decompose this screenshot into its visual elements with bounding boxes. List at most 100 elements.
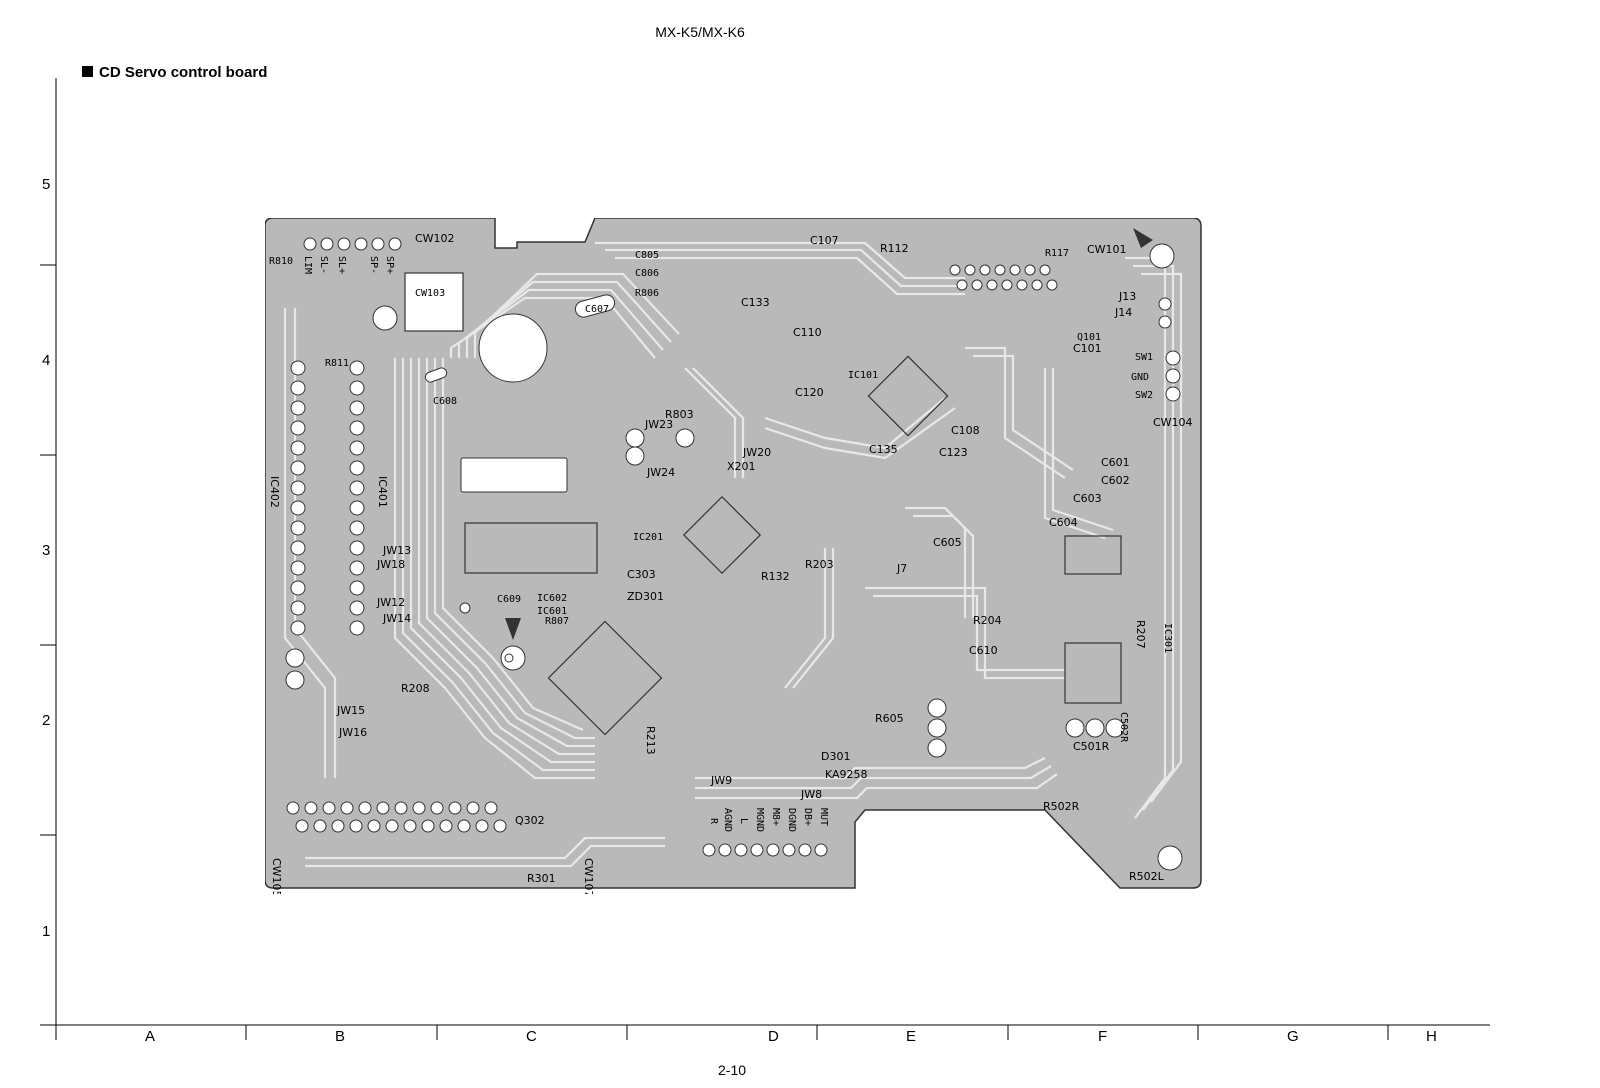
label-zd401: JW12: [376, 596, 405, 609]
label-jw36: JW13: [382, 544, 411, 557]
label-jw12: R605: [875, 712, 904, 725]
label-cw105: CW105: [270, 858, 283, 894]
label-cw102: CW102: [415, 232, 455, 245]
label-jw5: C603: [1073, 492, 1102, 505]
pin-label: SP+: [384, 256, 395, 274]
label-jw21: C133: [741, 296, 770, 309]
label-zd402: JW18: [376, 558, 405, 571]
label-jw26: C303: [627, 568, 656, 581]
pin-label: SW1: [1135, 352, 1153, 363]
label-q301: C501R: [1073, 740, 1110, 753]
grid-row-1: 1: [42, 923, 50, 940]
pin-label: M8+: [770, 808, 781, 826]
label-jw9: R204: [973, 614, 1002, 627]
label-c133: C110: [793, 326, 822, 339]
triangle-mark-icon: [505, 228, 1153, 640]
label-jw7: C605: [933, 536, 962, 549]
label-c107: R112: [880, 242, 909, 255]
label-c120: C120: [795, 386, 824, 399]
label-jw6: C604: [1049, 516, 1078, 529]
label-c123: C123: [939, 446, 968, 459]
label-r604: R213: [644, 726, 657, 755]
pin-label: DB+: [802, 808, 813, 826]
label-cw104: CW104: [1153, 416, 1193, 429]
label-r803: R803: [665, 408, 694, 421]
grid-col-f: F: [1098, 1028, 1107, 1045]
ic-outlines: [404, 272, 1122, 736]
grid-col-b: B: [335, 1028, 345, 1045]
label-ic301: IC301: [1162, 623, 1173, 653]
label-c806: R806: [635, 288, 659, 299]
label-jw24: JW24: [646, 466, 675, 479]
pin-label: L: [738, 818, 749, 824]
section-title: CD Servo control board: [82, 64, 267, 81]
pin-label: SL-: [318, 256, 329, 274]
label-dm-plus: C608: [433, 396, 457, 407]
label-fusible: C502R: [1118, 712, 1129, 743]
board-body: [265, 218, 1202, 889]
pin-label: SL+: [336, 256, 347, 274]
label-jw30: Q302: [515, 814, 545, 827]
label-c805: C806: [635, 268, 659, 279]
label-jw3: C601: [1101, 456, 1130, 469]
grid-row-3: 3: [42, 542, 50, 559]
label-r107: R117: [1045, 248, 1069, 259]
label-c114: C107: [810, 234, 839, 247]
pin-label: MUT: [818, 808, 829, 826]
pin-labels: LIM SL- SL+ SP- SP+ SW1 GND SW2 R AGND L…: [302, 256, 1153, 832]
pin-label: GND: [1131, 372, 1149, 383]
label-r810: R810: [269, 256, 293, 267]
label-ic201: IC201: [633, 532, 663, 543]
pin-label: DGND: [786, 808, 797, 832]
label-jw2: J14: [1114, 306, 1132, 319]
label-ic401: IC401: [376, 476, 389, 508]
grid-row-2: 2: [42, 712, 50, 729]
page-number: 2-10: [718, 1062, 747, 1078]
label-c301: R502L: [1129, 870, 1165, 883]
grid-col-e: E: [906, 1028, 916, 1045]
label-jw35: JW14: [382, 612, 411, 625]
label-jw13: D301: [821, 750, 850, 763]
label-c101: C101: [1073, 342, 1102, 355]
pin-label: SP-: [368, 256, 379, 274]
pin-label: MGND: [754, 808, 765, 832]
grid-col-c: C: [526, 1028, 537, 1045]
grid-col-a: A: [145, 1028, 155, 1045]
label-cw101: CW101: [1087, 243, 1127, 256]
label-dm-minus: C607: [585, 304, 609, 315]
trace-group: [283, 241, 1183, 868]
label-ic602: IC602: [537, 593, 567, 604]
page-header: MX-K5/MX-K6: [655, 24, 745, 40]
label-x201: X201: [727, 460, 756, 473]
label-jw20: JW20: [742, 446, 771, 459]
label-jw4: C602: [1101, 474, 1130, 487]
label-c801: JW16: [338, 726, 367, 739]
pcb-board: CW102 CW103 CW101 CW104 CW105 CW107 IC40…: [265, 218, 1202, 894]
label-jw25: ZD301: [627, 590, 664, 603]
grid-col-h: H: [1426, 1028, 1437, 1045]
grid-row-4: 4: [42, 352, 50, 369]
pin-pads: [285, 237, 1181, 857]
section-title-text: CD Servo control board: [99, 64, 268, 81]
square-bullet-icon: [82, 66, 93, 77]
label-jw10: C610: [969, 644, 998, 657]
label-jw15: JW8: [800, 788, 822, 801]
label-d301: R207: [1134, 620, 1147, 649]
pin-label: SW2: [1135, 390, 1153, 401]
label-jw34: JW15: [336, 704, 365, 717]
label-jw14: KA9258: [825, 768, 868, 781]
label-55l9274: R807: [545, 616, 569, 627]
grid-row-5: 5: [42, 176, 50, 193]
pin-label: AGND: [722, 808, 733, 832]
label-jw1: J13: [1118, 290, 1136, 303]
pin-label: LIM: [302, 256, 313, 274]
label-c135: C135: [869, 443, 898, 456]
label-ic101: IC101: [848, 370, 878, 381]
label-c215: R132: [761, 570, 790, 583]
label-ic402: IC402: [268, 476, 281, 508]
label-c804: C805: [635, 250, 659, 261]
label-cw103: CW103: [415, 288, 445, 299]
label-mi1b1644: C609: [497, 594, 521, 605]
label-c212: J7: [896, 562, 907, 575]
